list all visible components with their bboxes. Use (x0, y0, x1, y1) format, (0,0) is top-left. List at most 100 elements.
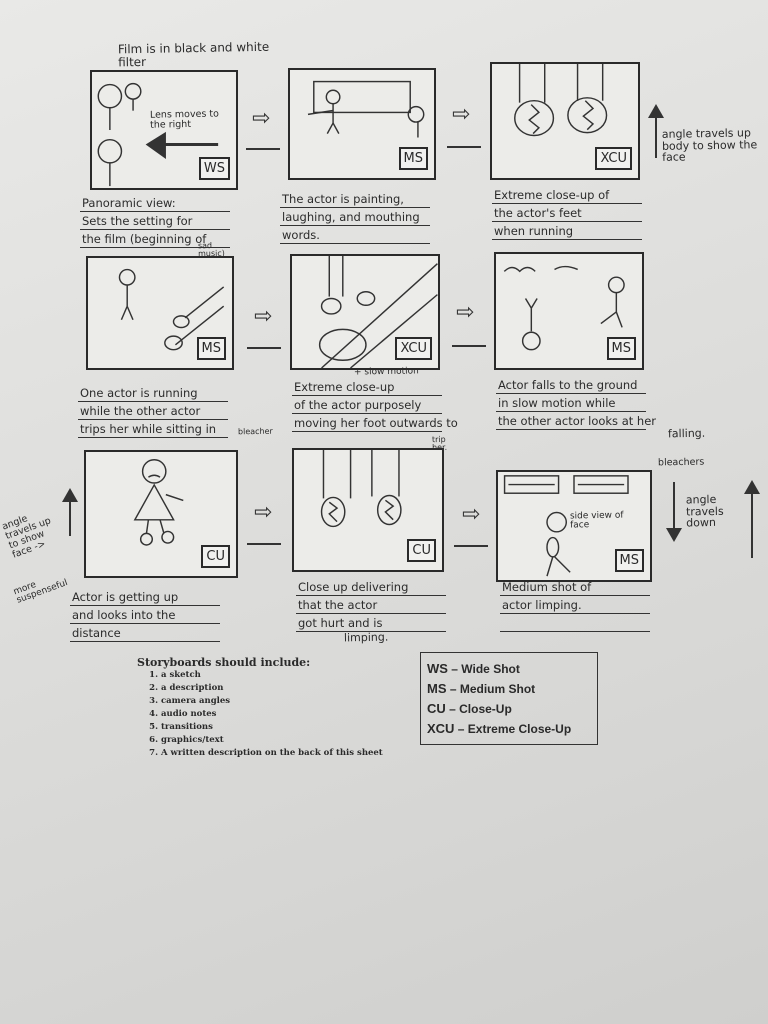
caption-line: Actor is getting up (70, 588, 220, 606)
caption-extra: limping. (343, 630, 389, 645)
legend-item: MS – Medium Shot (427, 681, 536, 696)
up-arrow-icon (744, 480, 760, 494)
instruction-item: graphics/text (161, 734, 383, 747)
caption-extra: bleacher (237, 426, 273, 437)
sketch-foot-trip (318, 256, 438, 368)
sketch-fall (503, 265, 625, 351)
caption-line: Extreme close-up of (492, 186, 642, 204)
side-view-note: side view of face (569, 510, 624, 531)
caption-line: Sets the setting for (80, 212, 230, 230)
caption-line: when running (492, 222, 642, 240)
caption-9: Medium shot of actor limping. (500, 578, 650, 632)
arrow-shaft (751, 492, 753, 558)
transition-arrow-icon: ⇨ (252, 106, 271, 131)
caption-line: in slow motion while (496, 394, 646, 412)
sketch-running-feet (514, 64, 608, 137)
legend-item: CU – Close-Up (427, 701, 512, 716)
instruction-item: audio notes (161, 708, 383, 721)
caption-line: laughing, and mouthing (280, 208, 430, 226)
arrow-shaft (655, 116, 657, 158)
caption-8: Close up delivering that the actor got h… (296, 578, 446, 644)
sketch-actor-painting (307, 80, 425, 138)
sketch-running-trip (118, 268, 225, 351)
shot-label: MS (614, 549, 644, 572)
caption-line: Extreme close-up (292, 378, 442, 396)
caption-line: got hurt and is (296, 614, 446, 632)
frame-6: MS (494, 252, 644, 370)
caption-line: moving her foot outwards to (292, 416, 458, 432)
caption-top-note: + slow motion (353, 366, 419, 378)
shot-label: XCU (595, 147, 632, 170)
top-note: Film is in black and white filter (117, 39, 270, 69)
transition-arrow-icon: ⇨ (452, 102, 471, 127)
angle-note-top: angle travels up body to show the face (661, 126, 758, 164)
shot-label: MS (606, 337, 636, 360)
transition-arrow-icon: ⇨ (254, 500, 273, 525)
caption-line: the actor's feet (492, 204, 642, 222)
shot-label: WS (198, 157, 230, 180)
transition-dash (454, 545, 488, 547)
frame-2: MS (288, 68, 436, 180)
transition-dash (247, 347, 281, 349)
instruction-item: A written description on the back of thi… (161, 747, 383, 760)
arrow-shaft (673, 482, 675, 530)
legend-item: WS – Wide Shot (427, 661, 520, 676)
instructions-title: Storyboards should include: (137, 656, 311, 669)
shot-label: CU (407, 539, 436, 562)
caption-line: words. (280, 226, 430, 244)
angle-note-left: angle travels up to show face -> (0, 513, 53, 561)
caption-line: Close up delivering (296, 578, 446, 596)
caption-line: the film (beginning of (80, 230, 230, 248)
caption-line: trips her while sitting in (78, 420, 228, 438)
caption-line: The actor is painting, (280, 190, 430, 208)
frame-1: Lens moves to the right WS (90, 70, 238, 190)
transition-dash (447, 146, 481, 148)
caption-5: + slow motion Extreme close-up of the ac… (292, 366, 458, 453)
angle-note-down: angle travels down (685, 492, 724, 530)
bleachers-note: bleachers (657, 456, 705, 469)
shot-label: MS (196, 337, 226, 360)
transition-dash (452, 345, 486, 347)
caption-line: Medium shot of (500, 578, 650, 596)
transition-dash (247, 543, 281, 545)
caption-4: One actor is running while the other act… (78, 384, 273, 438)
caption-extra: falling. (667, 426, 706, 441)
caption-line: Actor falls to the ground (496, 376, 646, 394)
caption-line (500, 614, 650, 632)
shot-label: XCU (395, 337, 432, 360)
caption-line: while the other actor (78, 402, 228, 420)
suspense-note: more suspenseful (12, 578, 70, 607)
legend-item: XCU – Extreme Close-Up (427, 721, 572, 736)
caption-line: the other actor looks at her (496, 414, 656, 430)
caption-3: Extreme close-up of the actor's feet whe… (492, 186, 642, 240)
frame-8: CU (292, 448, 444, 572)
instruction-item: a description (161, 682, 383, 695)
instructions: Storyboards should include: a sketch a d… (137, 656, 383, 760)
caption-line: distance (70, 624, 220, 642)
caption-1: Panoramic view: Sets the setting for the… (80, 194, 230, 259)
caption-line: that the actor (296, 596, 446, 614)
sketch-trees-lens (97, 82, 219, 187)
frame-3: XCU (490, 62, 640, 180)
arrow-shaft (69, 500, 71, 536)
shot-legend: WS – Wide Shot MS – Medium Shot CU – Clo… (420, 652, 598, 745)
up-arrow-icon (648, 104, 664, 118)
lens-note: Lens moves to the right (149, 108, 220, 131)
caption-line: of the actor purposely (292, 396, 442, 414)
sketch-actor-limping (503, 475, 629, 577)
caption-2: The actor is painting, laughing, and mou… (280, 190, 430, 244)
transition-arrow-icon: ⇨ (462, 502, 481, 527)
frame-5: XCU (290, 254, 440, 370)
instructions-list: a sketch a description camera angles aud… (143, 669, 383, 760)
caption-line: Panoramic view: (80, 194, 230, 212)
caption-line: One actor is running (78, 384, 228, 402)
down-arrow-icon (666, 528, 682, 542)
caption-line: actor limping. (500, 596, 650, 614)
up-arrow-icon (62, 488, 78, 502)
shot-label: CU (201, 545, 230, 568)
sketch-limping-feet (320, 450, 402, 528)
sketch-actor-standing-sad (133, 459, 184, 546)
transition-dash (246, 148, 280, 150)
frame-7: CU (84, 450, 238, 578)
caption-7: Actor is getting up and looks into the d… (70, 588, 220, 642)
